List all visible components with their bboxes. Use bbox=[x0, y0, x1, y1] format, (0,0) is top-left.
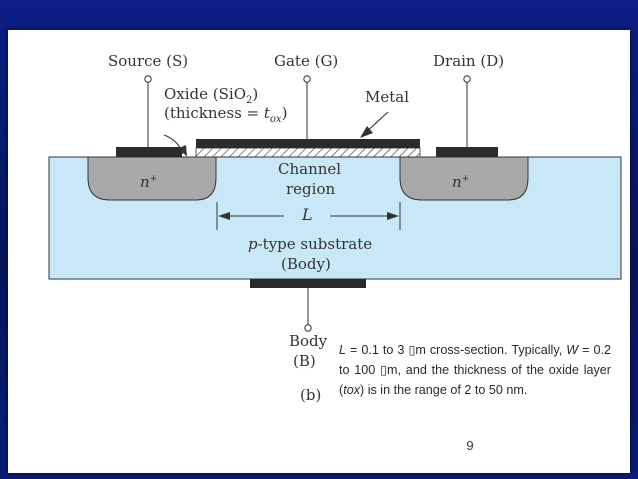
note-tox-rest: ox bbox=[346, 383, 361, 397]
drain-label: Drain (D) bbox=[433, 52, 505, 70]
substrate-label-line2: (Body) bbox=[281, 255, 331, 273]
n-plus-source-region bbox=[87, 156, 217, 201]
gate-terminal bbox=[303, 75, 311, 83]
substrate-p: p bbox=[248, 235, 258, 253]
thickness-prefix: (thickness = bbox=[164, 104, 264, 122]
channel-label-line1: Channel bbox=[278, 160, 342, 178]
n-right-sup: + bbox=[461, 174, 470, 184]
oxide-subscript: 2 bbox=[246, 95, 253, 106]
oxide-pointer-arrow bbox=[163, 134, 184, 155]
oxide-label: Oxide (SiO2) bbox=[164, 85, 258, 106]
drain-contact bbox=[436, 147, 498, 157]
body-label-line2: (B) bbox=[293, 352, 316, 370]
thickness-subscript: ox bbox=[269, 114, 282, 125]
oxide-label-close: ) bbox=[252, 85, 259, 103]
mosfet-cross-section-diagram bbox=[48, 75, 622, 332]
length-arrowhead-right bbox=[387, 212, 399, 220]
gate-oxide bbox=[195, 147, 421, 158]
page-number: 9 bbox=[466, 438, 474, 453]
n-left-sup: + bbox=[149, 174, 158, 184]
note-W-symbol: W bbox=[566, 343, 579, 357]
dimension-note: L = 0.1 to 3 ▯m cross-section. Typically… bbox=[339, 340, 611, 400]
gate-metal bbox=[196, 139, 420, 148]
n-left-text: n bbox=[140, 173, 150, 191]
n-plus-drain-label: n+ bbox=[452, 173, 469, 191]
n-right-text: n bbox=[452, 173, 462, 191]
body-label-line1: Body bbox=[289, 332, 328, 350]
note-text-3: ) is in the range of 2 to 50 nm. bbox=[360, 383, 528, 397]
note-text-1: = 0.1 to 3 ▯m cross-section. Typically, bbox=[346, 343, 567, 357]
note-L-symbol: L bbox=[339, 343, 347, 357]
drain-terminal bbox=[463, 75, 471, 83]
substrate-label-line1: p-type substrate bbox=[248, 235, 372, 253]
source-terminal bbox=[144, 75, 152, 83]
thickness-t: t bbox=[263, 104, 270, 122]
n-plus-source-label: n+ bbox=[140, 173, 157, 191]
thickness-suffix: ) bbox=[281, 104, 288, 122]
figure-tag: (b) bbox=[300, 386, 322, 404]
body-terminal bbox=[304, 324, 312, 332]
body-contact bbox=[250, 279, 366, 288]
length-arrowhead-left bbox=[218, 212, 230, 220]
oxide-thickness-label: (thickness = tox) bbox=[164, 104, 287, 125]
oxide-label-text: Oxide (SiO bbox=[164, 85, 247, 103]
oxide-arrowhead bbox=[179, 145, 187, 157]
note-tox-t: t bbox=[343, 383, 347, 397]
metal-arrowhead bbox=[360, 126, 373, 138]
source-contact bbox=[116, 147, 182, 157]
metal-label: Metal bbox=[365, 88, 410, 106]
source-label: Source (S) bbox=[108, 52, 189, 70]
channel-label-line2: region bbox=[286, 180, 336, 198]
note-text-2: = 0.2 to 100 ▯m, and the thickness of th… bbox=[339, 343, 611, 397]
slide: Source (S) Gate (G) Drain (D) Oxide (SiO… bbox=[8, 30, 630, 473]
n-plus-drain-region bbox=[399, 156, 529, 201]
length-label: L bbox=[302, 205, 313, 224]
gate-label: Gate (G) bbox=[274, 52, 339, 70]
substrate-rest: -type substrate bbox=[257, 235, 373, 253]
